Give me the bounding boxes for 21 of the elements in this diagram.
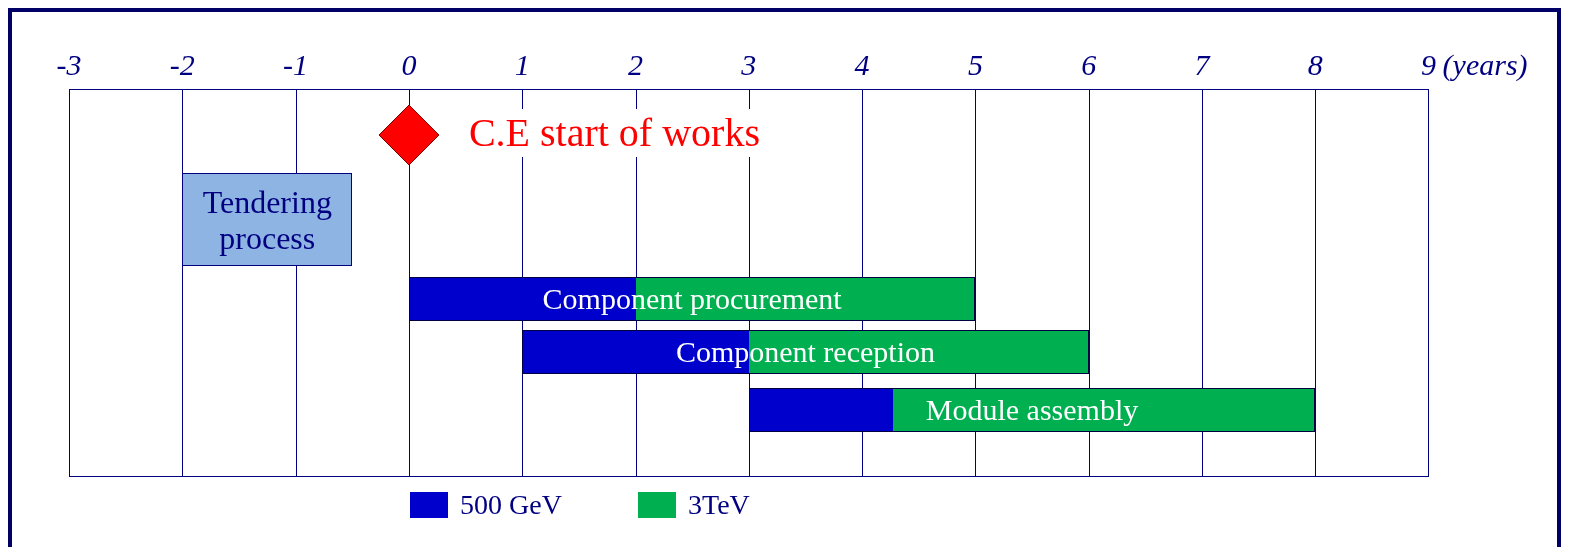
legend-label: 3TeV bbox=[688, 488, 750, 522]
axis-tick-label: 3 bbox=[741, 48, 757, 82]
timeline-bar bbox=[748, 388, 1316, 432]
axis-tick-label: 7 bbox=[1194, 48, 1210, 82]
axis-tick-label: -3 bbox=[56, 48, 82, 82]
axis-tick-label: 6 bbox=[1081, 48, 1097, 82]
legend-label: 500 GeV bbox=[460, 488, 562, 522]
task-box bbox=[182, 173, 353, 266]
axis-tick-label: 5 bbox=[967, 48, 983, 82]
axis-tick-label: -1 bbox=[283, 48, 309, 82]
axis-tick-label: 8 bbox=[1307, 48, 1323, 82]
milestone-diamond bbox=[377, 104, 440, 166]
axis-tick-label: 4 bbox=[854, 48, 870, 82]
bar-label: Module assembly bbox=[925, 393, 1139, 427]
axis-tick-label: 0 bbox=[401, 48, 417, 82]
axis-tick-label: 1 bbox=[514, 48, 530, 82]
task-label: Tendering process bbox=[201, 183, 333, 256]
axis-tick-label: 9 bbox=[1421, 48, 1437, 82]
axis-tick-label: -2 bbox=[169, 48, 195, 82]
axis-tick-label: (years) bbox=[1442, 48, 1528, 82]
axis-tick-label: 2 bbox=[628, 48, 643, 82]
